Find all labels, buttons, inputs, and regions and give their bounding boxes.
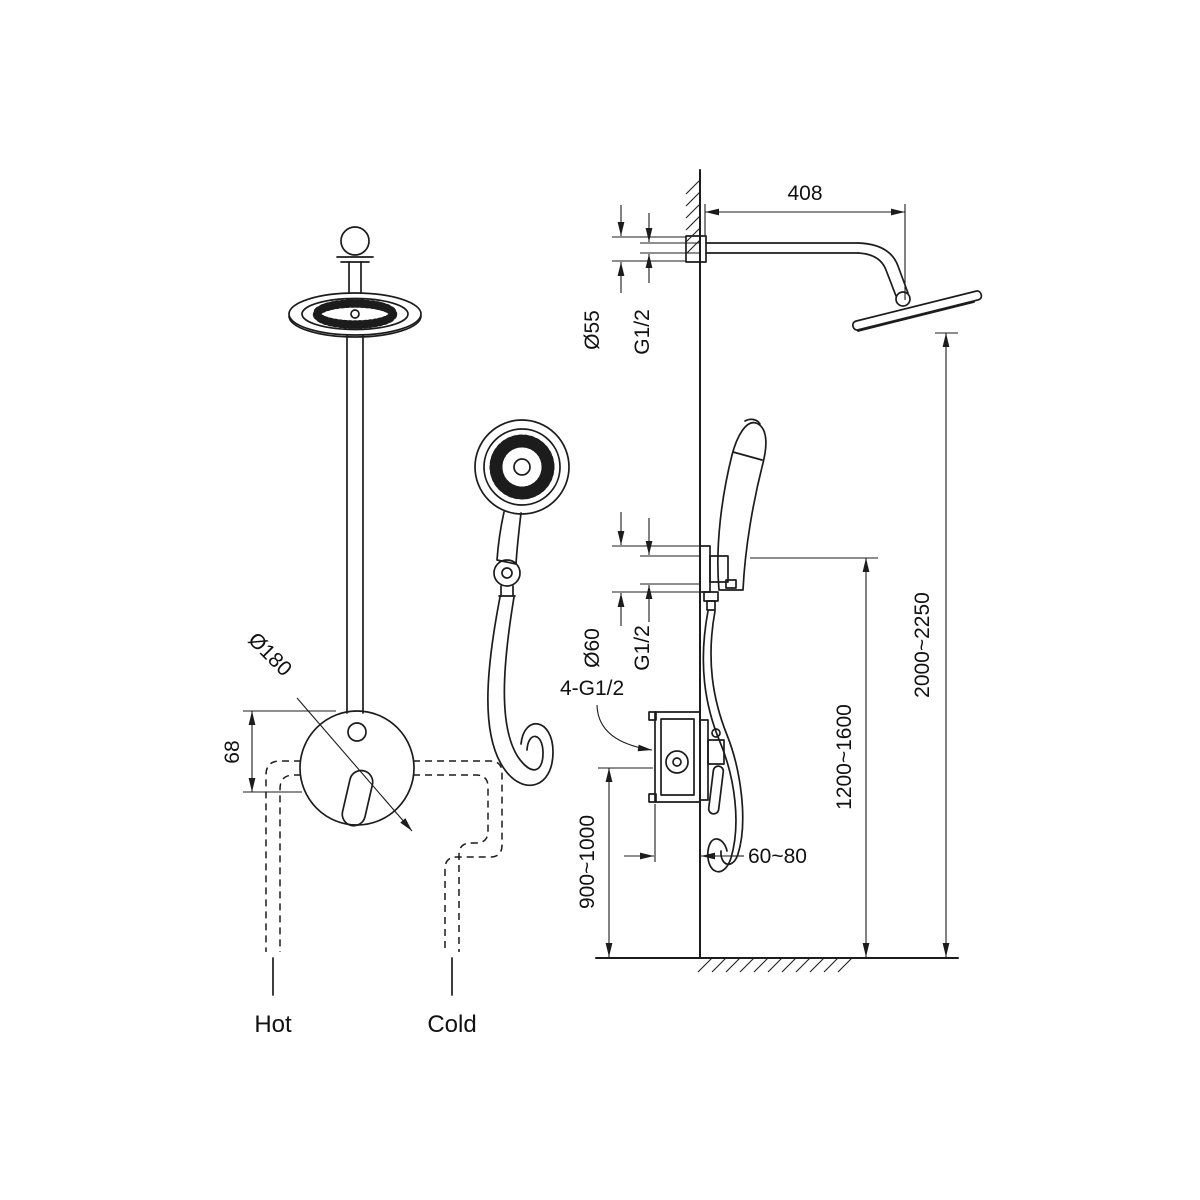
dim-holder-height: 1200~1600 (750, 557, 878, 957)
wall-line (685, 169, 701, 959)
dim-valve-height: 900~1000 (576, 767, 653, 957)
floor-line (595, 957, 959, 973)
dim-thread-top: G1/2 (631, 213, 700, 355)
floor-hatching (697, 957, 853, 973)
hand-shower-hose-side (702, 610, 744, 873)
dim-label-mixer-diameter: Ø180 (243, 628, 296, 681)
dim-label-connections: 4-G1/2 (560, 677, 624, 700)
dim-label-box-depth: 60~80 (748, 845, 807, 868)
dim-408: 408 (704, 182, 906, 300)
riser-pipe (346, 335, 364, 714)
dim-box-depth: 60~80 (624, 804, 807, 868)
dim-mixer-diameter: Ø180 (243, 628, 413, 832)
dim-head-height: 2000~2250 (911, 332, 958, 957)
dim-label-thread-top: G1/2 (631, 309, 654, 355)
dim-label-thread-mid: G1/2 (631, 625, 654, 671)
side-view: 408 Ø55 G1/2 Ø60 G1/ (560, 169, 983, 973)
cold-label: Cold (427, 1011, 476, 1038)
dim-label-holder-height: 1200~1600 (833, 704, 856, 810)
dim-label-flange-60: Ø60 (581, 628, 604, 668)
dim-label-68: 68 (221, 740, 244, 763)
rain-shower-head-front (288, 292, 422, 338)
mixer-valve-front (299, 710, 415, 827)
dim-label-head-height: 2000~2250 (911, 592, 934, 698)
front-view: Ø180 68 Hot Cold (221, 226, 570, 1038)
hand-shower-front (474, 419, 570, 597)
concealed-valve-box (648, 711, 701, 803)
ceiling-mount (336, 226, 374, 294)
shower-arm-side (685, 235, 911, 307)
dim-label-flange-55: Ø55 (581, 310, 604, 350)
hot-label: Hot (254, 1011, 292, 1038)
hand-shower-hose-front (487, 596, 554, 787)
dim-label-arm-length: 408 (787, 182, 822, 205)
dim-68: 68 (221, 710, 336, 793)
valve-trim-side (699, 719, 725, 815)
supply-pipes (265, 760, 503, 996)
dim-label-valve-height: 900~1000 (576, 815, 599, 909)
dim-flange-60: Ø60 (581, 512, 700, 668)
dim-thread-mid: G1/2 (631, 518, 700, 671)
wall-hatching (685, 179, 701, 255)
rain-shower-head-side (851, 290, 983, 332)
dim-connections: 4-G1/2 (560, 677, 653, 752)
hand-shower-side (717, 418, 767, 591)
